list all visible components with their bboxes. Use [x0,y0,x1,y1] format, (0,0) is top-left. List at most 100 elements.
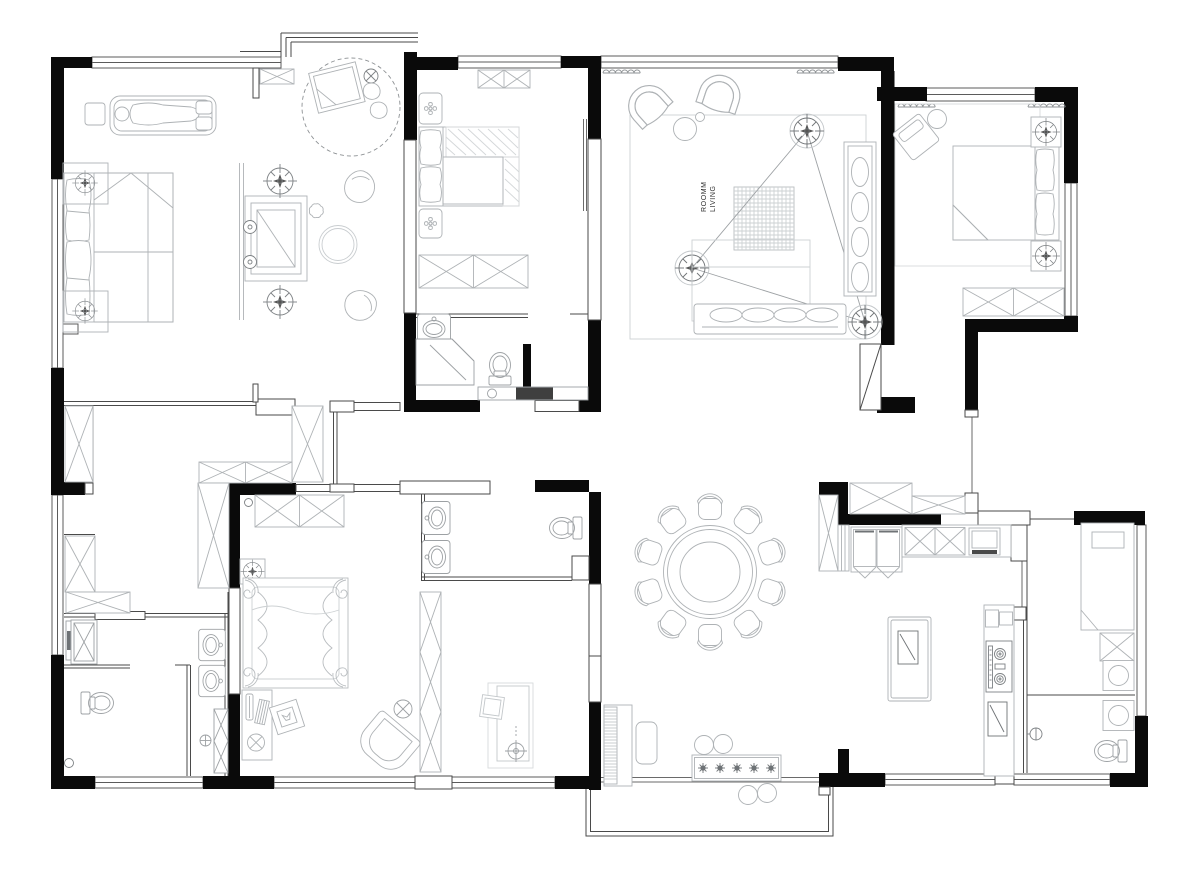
basin-icon [421,501,451,535]
counter-right-icon [983,604,1015,777]
wardrobe-icon [64,405,94,483]
wardrobe-icon [197,482,230,589]
washer-icon [1102,700,1135,731]
canopy-bed-icon [242,577,349,689]
master-tv-console-icon [239,163,308,320]
shower-stall-icon [65,619,98,665]
piano-icon [603,704,633,787]
island-sink-icon [897,630,919,665]
window-bedroom3-right [1064,182,1078,317]
room-ensuite-bathroom [415,313,589,401]
hallway-closets [64,405,324,614]
window-living-top [600,55,839,69]
room-kids-bedroom [239,494,421,770]
room-utility [1027,522,1135,763]
oven-icon [968,527,1001,556]
computer-icon [479,694,505,720]
living-room-label: ROOMM LIVING [701,181,717,212]
walls-black [51,52,1148,790]
duct-icon [213,708,229,774]
hall-wardrobe-icon [849,482,966,515]
wardrobe-icon [962,287,1065,317]
window-left-lower [51,494,64,656]
tv-console-icon [843,141,877,297]
single-bed-icon [1080,522,1135,631]
lounge-chair-icon [360,710,421,770]
grid-rug-icon [733,186,795,251]
room-master-bedroom [62,57,401,333]
high-cabinet-icon [477,69,531,89]
room-dining [603,493,789,805]
window-left-upper [51,178,64,369]
window-sill-marker [62,323,79,335]
wardrobe-icon [419,591,442,773]
lounge-chair-icon [892,113,940,161]
side-table-icon [318,225,358,264]
duct-icon [818,494,839,572]
door-hinge-icon [64,758,74,768]
nightstand-icon [418,208,443,239]
armchair-icon [619,76,676,132]
nightstand-icon [418,92,443,125]
fan-box-icon [247,733,265,752]
room-study [419,591,534,773]
ceiling-light-icon [1030,240,1062,272]
fan-symbol-icon [393,699,413,719]
wardrobe-icon [418,254,529,289]
living-room-label-line1: ROOMM [701,181,708,212]
ceiling-light-icon [262,163,298,199]
armchair-icon [694,69,746,118]
wardrobe-icon [65,591,131,614]
window-bottom-utility [1013,773,1111,786]
pipe-column-icon [837,524,850,572]
desk-chair-icon [505,726,527,762]
wardrobe-icon [198,461,293,484]
sofa-icon [691,239,847,335]
side-table-icon [673,112,705,141]
room-bathroom-2 [64,619,229,774]
dining-table-icon [663,525,757,619]
window-bedroom2-top [457,55,562,69]
door-hinge-icon [244,498,253,507]
room-kids-bathroom [421,501,583,574]
room-living: ROOMM LIVING [602,69,883,340]
room-bedroom-2 [418,69,531,289]
chaise-lounge-icon [84,95,217,136]
armchair-icon [342,287,380,324]
basin-icon [198,664,226,698]
armchair-icon [340,166,379,207]
desk-icon [241,689,306,761]
door-leaf [859,343,882,411]
bay-window-top [240,32,418,99]
fridge-icon [850,526,903,579]
toilet-icon [80,691,114,715]
window-bottom-wc [94,776,204,789]
bed-icon [952,145,1060,241]
console-table-icon [691,734,782,805]
window-master-top [91,56,282,69]
desk-icon [479,682,534,769]
window-utility-right [1136,524,1147,717]
faucet-icon [1027,727,1043,741]
wardrobe-icon [64,535,96,593]
living-room-label-line2: LIVING [710,185,717,212]
picture-frame-icon [268,698,306,736]
shower-icon [415,338,475,386]
bed-icon [418,126,520,207]
ceiling-light-icon [1030,116,1062,148]
window-bottom-kids [273,776,416,789]
wardrobe-icon [291,405,324,483]
balcony-railing [585,787,834,837]
wardrobe-icon [254,494,345,528]
vanity-counter-icon [477,386,589,401]
cooktop-icon [985,640,1013,693]
cabinet-icon [1099,632,1135,662]
toilet-icon [549,516,583,540]
vanity-area-icon [301,57,401,157]
room-kitchen [818,482,1015,777]
curtain-icon [602,69,641,74]
window-bedroom3-top [925,87,1036,102]
toilet-icon [488,352,512,386]
